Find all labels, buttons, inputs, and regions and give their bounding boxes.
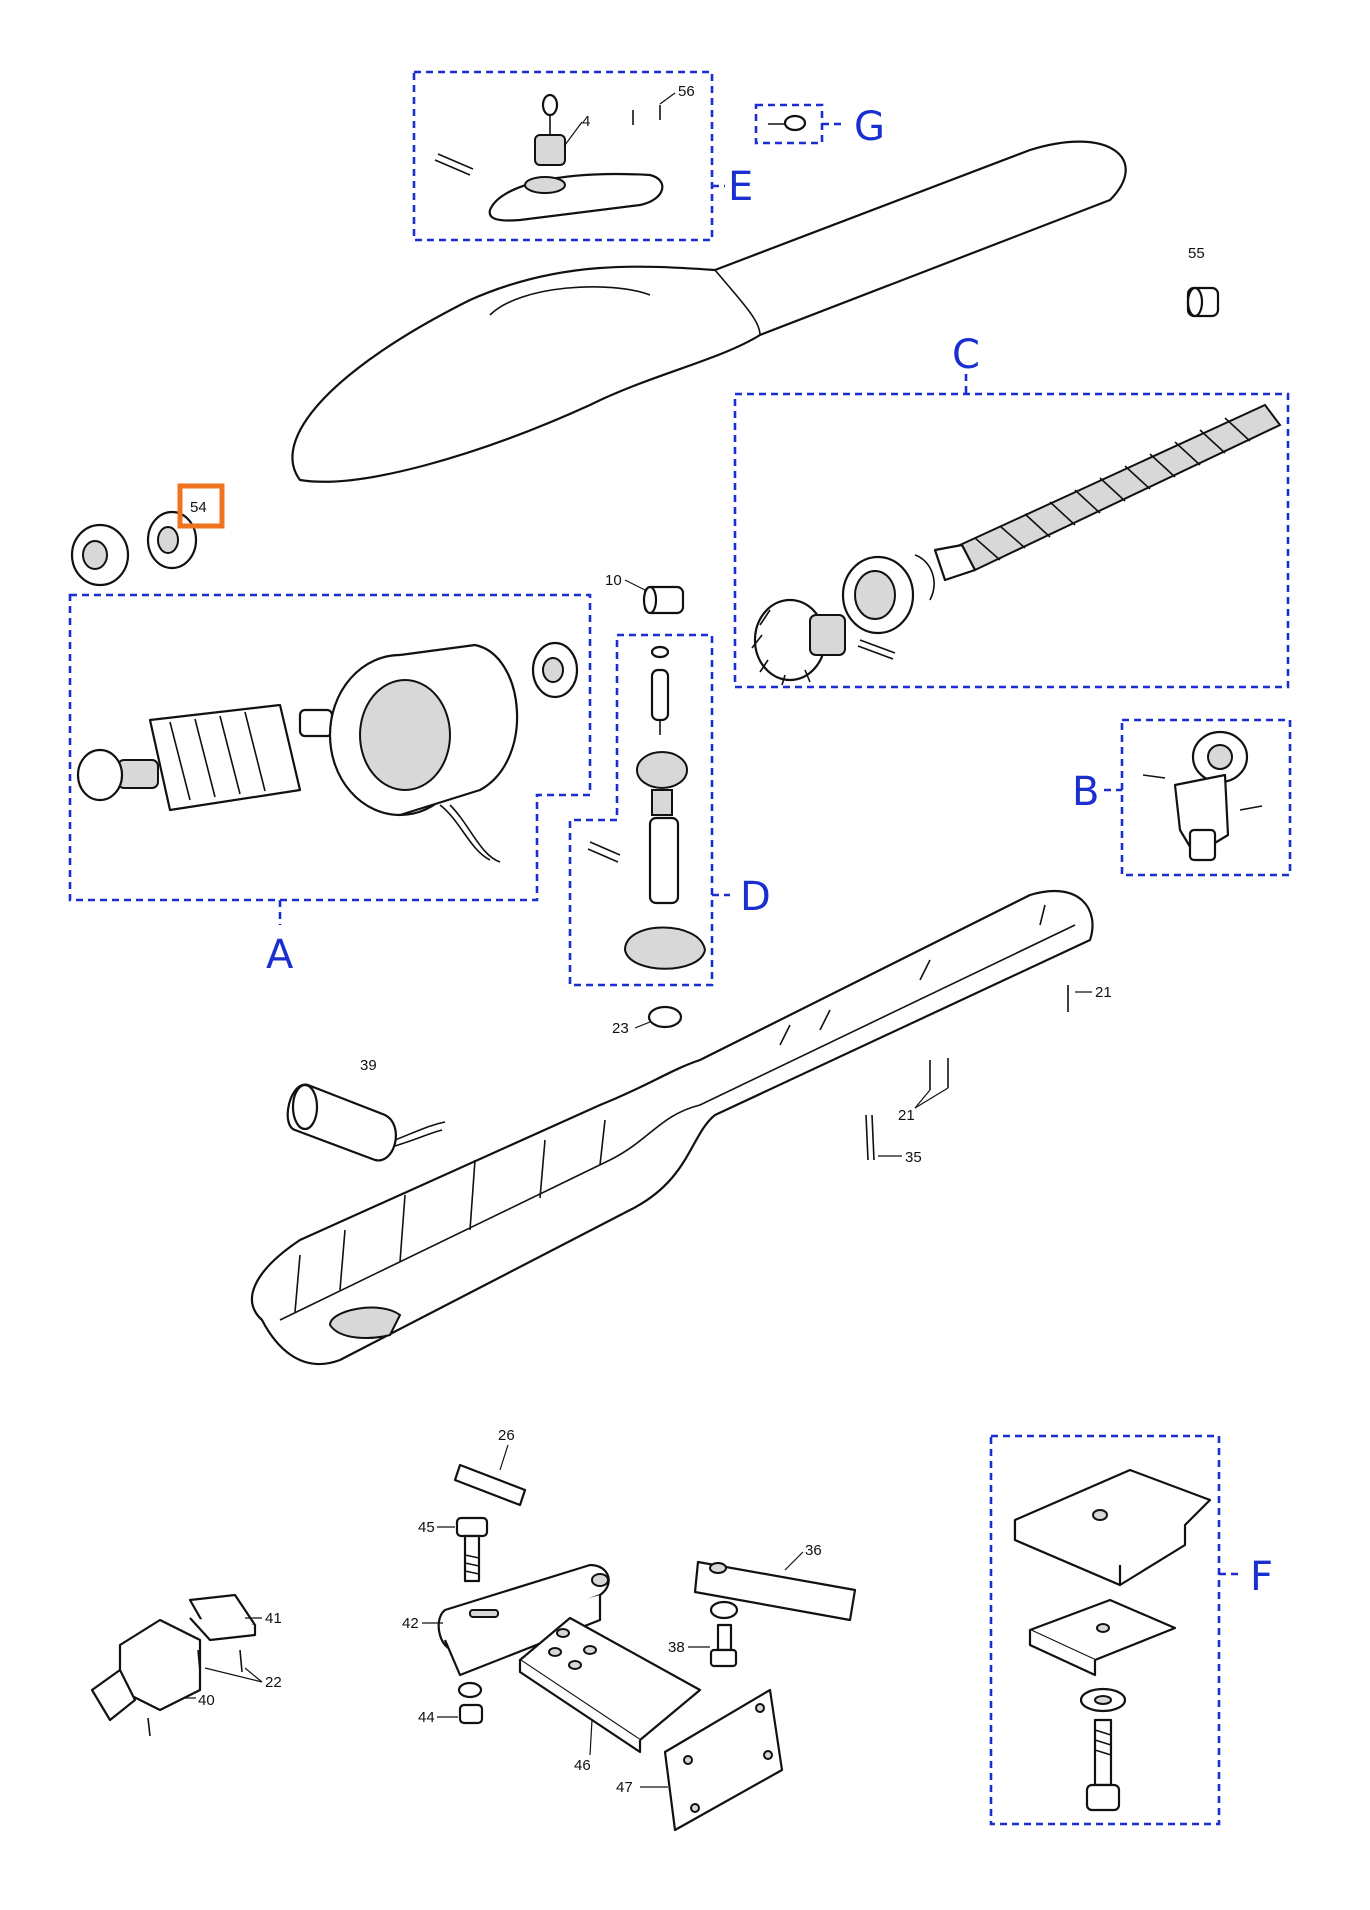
part-number-label: 21 <box>898 1107 915 1124</box>
group-b-box <box>1120 718 1292 877</box>
part-number-label: 10 <box>605 572 622 589</box>
capacitor-part <box>286 1083 446 1162</box>
bracket-plate-part <box>663 1688 784 1832</box>
group-d-box <box>568 633 714 987</box>
group-label: B <box>1072 769 1099 815</box>
stator-part <box>328 643 519 863</box>
worm-screw-part <box>933 403 1282 582</box>
part-number-label: 42 <box>402 1615 419 1632</box>
part-number-label: 45 <box>418 1519 435 1536</box>
connector-part <box>90 1593 257 1737</box>
washer-part <box>647 1005 683 1029</box>
group-label: D <box>740 874 771 920</box>
part-number-label: 22 <box>265 1674 282 1691</box>
key-part <box>768 114 807 132</box>
part-number-label: 55 <box>1188 245 1205 262</box>
mounting-plate-part <box>518 1616 702 1754</box>
part-number-label: 39 <box>360 1057 377 1074</box>
group-label: F <box>1250 1554 1273 1600</box>
group-a-box <box>68 593 592 902</box>
part-number-label: 26 <box>498 1427 515 1444</box>
shaft-assembly-part <box>587 645 707 970</box>
part-number-label: 21 <box>1095 984 1112 1001</box>
lock-cylinder-part <box>434 93 664 222</box>
bolt-part <box>455 1516 489 1583</box>
nut-washer-part <box>457 1681 484 1725</box>
bevel-gear-part <box>751 598 896 686</box>
pin-part <box>453 1463 527 1507</box>
group-c-box <box>733 392 1290 689</box>
part-number-label: 56 <box>678 83 695 100</box>
bushing-part <box>1186 286 1220 318</box>
group-label: E <box>728 164 753 210</box>
rotor-part <box>76 703 334 812</box>
bearing-part <box>841 554 935 635</box>
part-number-label: 47 <box>616 1779 633 1796</box>
part-number-label: 35 <box>905 1149 922 1166</box>
part-number-label: 4 <box>582 113 590 130</box>
screw-washer-part <box>709 1600 739 1668</box>
part-number-label: 44 <box>418 1709 435 1726</box>
group-label: A <box>266 932 294 978</box>
main-housing-part <box>251 889 1094 1366</box>
lever-arm-part <box>437 1563 610 1677</box>
top-cover-part <box>291 140 1127 483</box>
group-label: C <box>952 332 980 378</box>
support-plate-part <box>1013 1468 1212 1587</box>
plate-part <box>693 1560 857 1622</box>
group-label: G <box>854 104 885 150</box>
group-f-box <box>989 1434 1221 1826</box>
bearing-part <box>531 641 579 699</box>
group-e-box <box>412 70 714 242</box>
highlight-box <box>177 483 225 529</box>
part-number-label: 36 <box>805 1542 822 1559</box>
bushing-part <box>642 585 685 615</box>
washer-bolt-part <box>1079 1687 1127 1812</box>
part-number-label: 38 <box>668 1639 685 1656</box>
bearing-part <box>70 510 198 587</box>
part-number-label: 41 <box>265 1610 282 1627</box>
part-number-label: 46 <box>574 1757 591 1774</box>
part-number-label: 40 <box>198 1692 215 1709</box>
part-number-label-highlighted: 54 <box>190 499 207 516</box>
bracket-part <box>1142 730 1263 862</box>
part-number-label: 23 <box>612 1020 629 1037</box>
spacer-plate-part <box>1028 1598 1177 1677</box>
